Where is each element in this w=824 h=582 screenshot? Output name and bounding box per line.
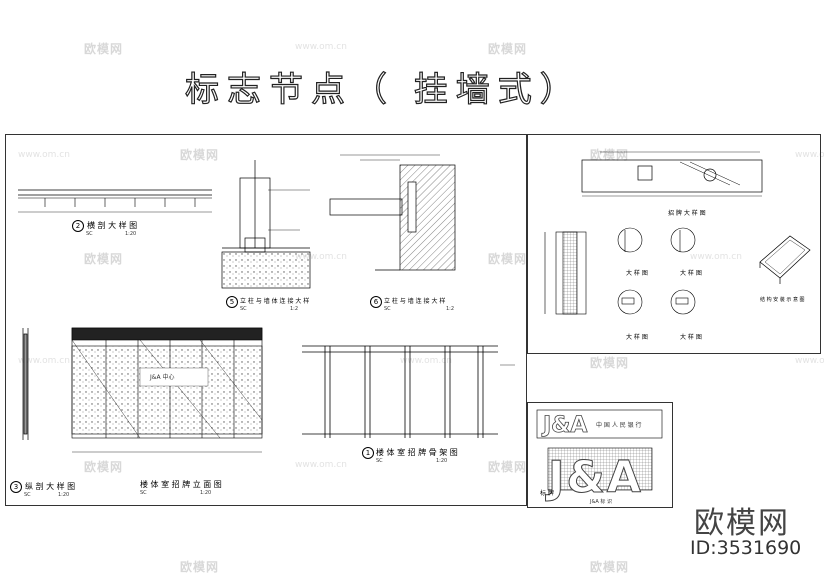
logo-caption: J&A 标 识 bbox=[590, 499, 612, 505]
drawing-frame-right-top bbox=[527, 134, 821, 354]
view-5-label: 立 柱 与 墙 体 连 接 大 样 bbox=[240, 298, 310, 305]
view-5-number: 5 bbox=[226, 296, 238, 308]
round-details bbox=[617, 227, 696, 315]
watermark: 欧模网 bbox=[84, 460, 124, 474]
watermark: 欧模网 bbox=[590, 148, 630, 162]
elevation-panel-text: J&A 中心 bbox=[150, 374, 175, 381]
view-2-section bbox=[18, 189, 212, 213]
sign-small-text: J&A bbox=[543, 413, 588, 439]
detail-box-label: 结 构 安 装 示 意 图 bbox=[760, 297, 805, 303]
logo-label: 标 牌 bbox=[540, 490, 554, 497]
page-title: 标志节点（ 挂墙式） bbox=[184, 69, 582, 110]
watermark-url: www.om.cn bbox=[295, 252, 347, 262]
drawing-frame-right-bottom bbox=[527, 402, 673, 508]
view-5-scale: 1:2 bbox=[290, 306, 299, 312]
watermark-url: www.om.cn bbox=[18, 150, 70, 160]
view-3-scale: 1:20 bbox=[58, 492, 70, 498]
view-3-number: 3 bbox=[10, 481, 22, 493]
watermark: 欧模网 bbox=[180, 560, 220, 574]
logo-detail bbox=[536, 409, 663, 491]
detail-b-label: 大 样 图 bbox=[680, 270, 702, 277]
view-1-number: 1 bbox=[362, 447, 374, 459]
box-3d bbox=[759, 235, 811, 284]
view-2-label: 横 剖 大 样 图 bbox=[87, 221, 138, 230]
detail-c-label: 大 样 图 bbox=[626, 334, 648, 341]
view-2-scale: 1:20 bbox=[125, 231, 137, 237]
brand-logo-text: 欧模网 bbox=[694, 506, 790, 541]
elevation-sc: SC bbox=[140, 490, 147, 496]
watermark-url: www.om.cn bbox=[795, 356, 824, 366]
detail-top-label: 招 牌 大 样 图 bbox=[668, 210, 706, 217]
view-1-scale: 1:20 bbox=[436, 458, 448, 464]
watermark: 欧模网 bbox=[84, 252, 124, 266]
view-1-frame bbox=[302, 345, 498, 438]
view-6-scale: 1:2 bbox=[446, 306, 455, 312]
view-1-label: 楼 体 室 招 牌 骨 架 图 bbox=[376, 448, 458, 457]
view-3-label: 纵 剖 大 样 图 bbox=[25, 482, 76, 491]
watermark-url: www.om.cn bbox=[18, 356, 70, 366]
vertical-detail bbox=[544, 231, 587, 315]
view-6-label: 立 柱 与 墙 连 接 大 样 bbox=[384, 298, 446, 305]
view-2-sc: SC bbox=[86, 231, 93, 237]
watermark-url: www.om.cn bbox=[690, 252, 742, 262]
sign-large-text: J&A bbox=[548, 452, 643, 504]
watermark: 欧模网 bbox=[590, 356, 630, 370]
view-6-number: 6 bbox=[370, 296, 382, 308]
view-3-vertical-section bbox=[22, 328, 29, 440]
sign-elevation bbox=[71, 327, 263, 453]
watermark-url: www.om.cn bbox=[400, 356, 452, 366]
watermark: 欧模网 bbox=[84, 42, 124, 56]
view-1-sc: SC bbox=[376, 458, 383, 464]
view-2-number: 2 bbox=[72, 220, 84, 232]
view-5-column-detail bbox=[221, 160, 311, 289]
watermark-url: www.om.cn bbox=[295, 42, 347, 52]
watermark: 欧模网 bbox=[488, 252, 528, 266]
sign-section-detail bbox=[581, 159, 763, 197]
watermark-url: www.om.cn bbox=[295, 460, 347, 470]
watermark: 欧模网 bbox=[488, 42, 528, 56]
view-3-sc: SC bbox=[24, 492, 31, 498]
detail-d-label: 大 样 图 bbox=[680, 334, 702, 341]
view-6-wall-detail bbox=[329, 159, 456, 271]
view-5-sc: SC bbox=[240, 306, 247, 312]
brand-id: ID:3531690 bbox=[690, 537, 802, 559]
detail-a-label: 大 样 图 bbox=[626, 270, 648, 277]
drawing-frame-main bbox=[5, 134, 527, 506]
elevation-scale: 1:20 bbox=[200, 490, 212, 496]
watermark-url: www.om.cn bbox=[795, 150, 824, 160]
watermark: 欧模网 bbox=[488, 460, 528, 474]
watermark: 欧模网 bbox=[180, 148, 220, 162]
view-6-sc: SC bbox=[384, 306, 391, 312]
watermark: 欧模网 bbox=[590, 560, 630, 574]
elevation-label: 楼 体 室 招 牌 立 面 图 bbox=[140, 480, 222, 489]
logo-center-text: 中 国 人 民 银 行 bbox=[596, 422, 642, 429]
